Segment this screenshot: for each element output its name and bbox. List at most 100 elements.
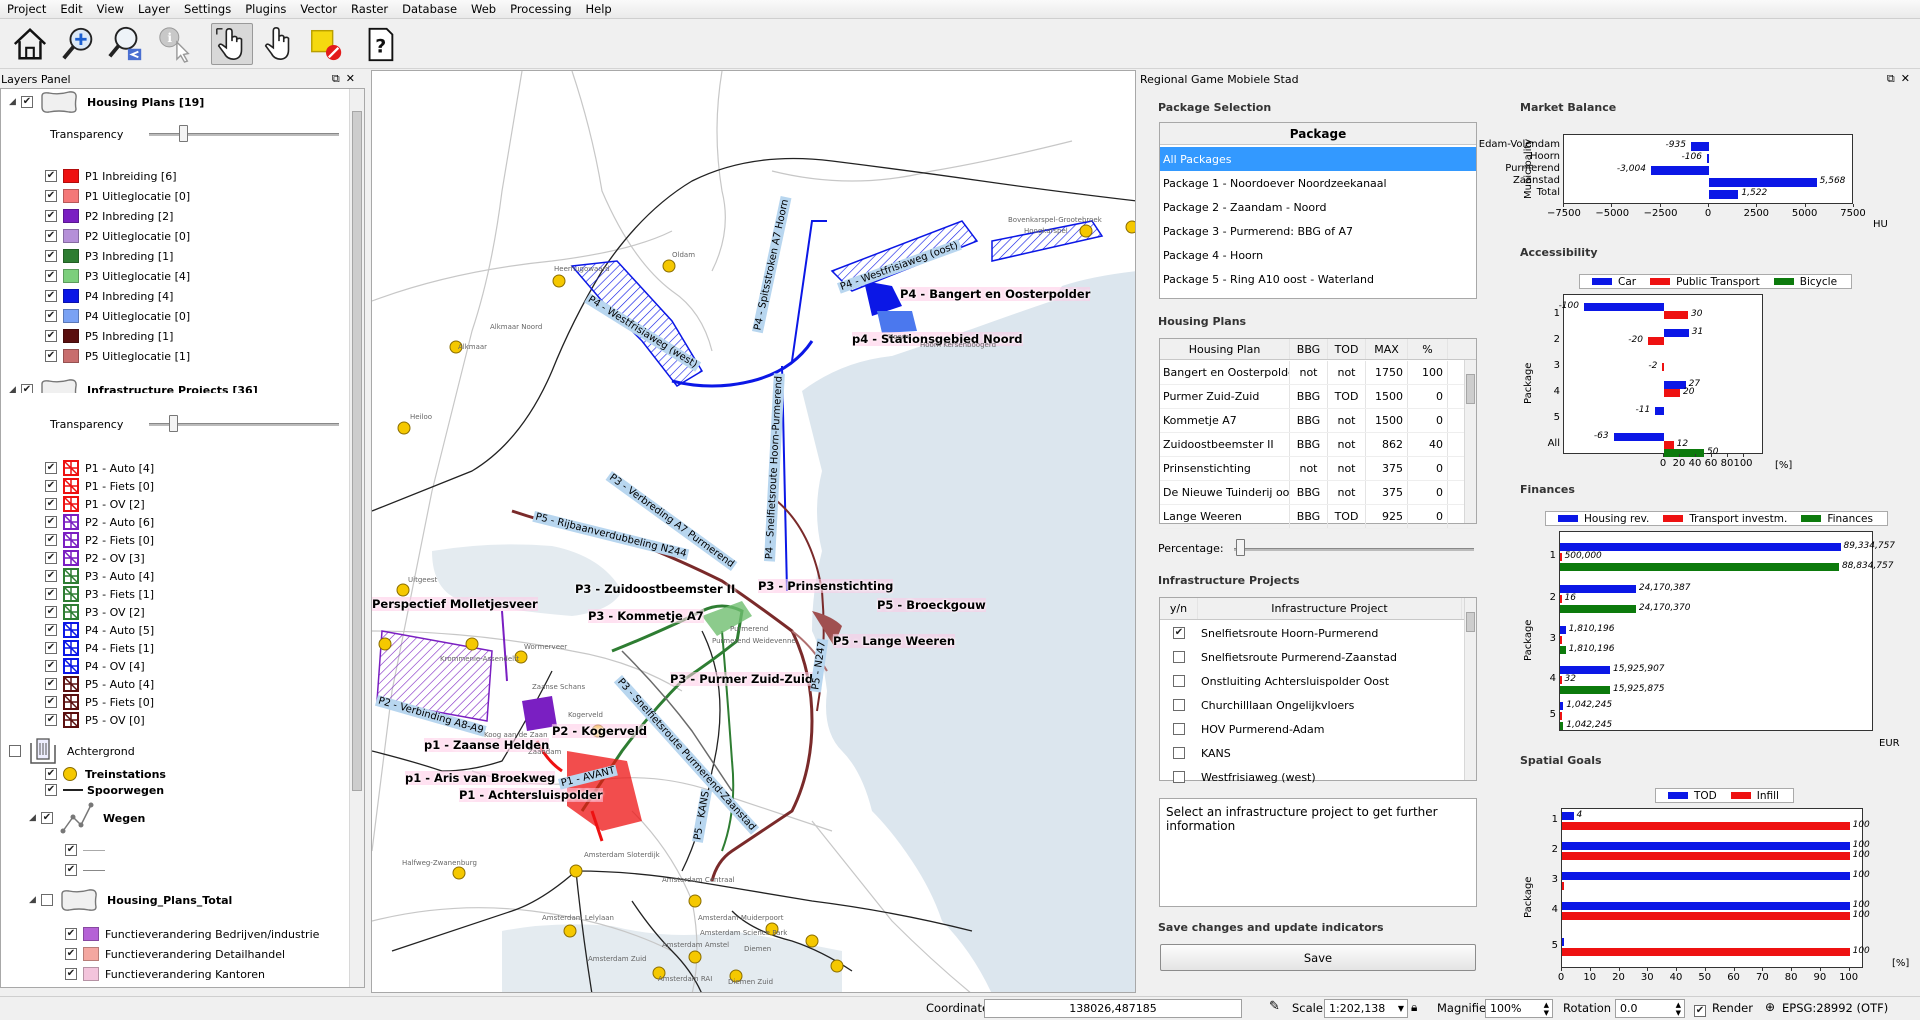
infra-checkbox[interactable] [1173, 675, 1185, 687]
package-row[interactable]: Package 1 - Noordoever Noordzeekanaal [1160, 171, 1476, 195]
transparency-slider[interactable] [169, 415, 178, 432]
layer-row[interactable]: ✔P3 Inbreding [1] [45, 247, 173, 265]
layer-row[interactable]: ✔P3 Uitleglocatie [4] [45, 267, 190, 285]
render-checkbox[interactable]: ✔ [1694, 1005, 1706, 1017]
layer-row[interactable]: ✔P2 - Auto [6] [45, 513, 154, 531]
crs-label[interactable]: EPSG:28992 (OTF) [1782, 1001, 1889, 1015]
layer-row[interactable]: ✔P4 - OV [4] [45, 657, 145, 675]
layer-checkbox[interactable]: ✔ [41, 812, 53, 824]
layer-checkbox[interactable]: ✔ [45, 606, 57, 618]
layer-checkbox[interactable]: ✔ [45, 768, 57, 780]
percentage-slider[interactable] [1236, 539, 1245, 556]
layer-checkbox[interactable]: ✔ [65, 948, 77, 960]
layer-row[interactable]: ✔P2 Uitleglocatie [0] [45, 227, 190, 245]
layer-checkbox[interactable]: ✔ [45, 570, 57, 582]
layer-checkbox[interactable]: ✔ [45, 290, 57, 302]
layer-checkbox[interactable]: ✔ [45, 230, 57, 242]
layer-row[interactable]: ✔P5 Inbreding [1] [45, 327, 173, 345]
layer-checkbox[interactable]: ✔ [45, 250, 57, 262]
transparency-slider[interactable] [179, 125, 188, 142]
float-icon[interactable]: ⧉ [331, 72, 346, 85]
column-header[interactable]: MAX [1366, 339, 1408, 359]
magnifier-spinbox[interactable]: 100%▲▼ [1485, 999, 1553, 1018]
collapse-arrow-icon[interactable]: ◢ [29, 895, 36, 905]
layer-checkbox[interactable]: ✔ [65, 928, 77, 940]
menu-database[interactable]: Database [402, 2, 458, 16]
infra-row[interactable]: Onstluiting Achtersluispolder Oost [1160, 669, 1476, 693]
menu-project[interactable]: Project [7, 2, 47, 16]
layer-row[interactable]: ✔P5 - Auto [4] [45, 675, 154, 693]
layer-checkbox[interactable]: ✔ [45, 714, 57, 726]
layer-checkbox[interactable]: ✔ [45, 516, 57, 528]
pan-hand-icon[interactable] [258, 23, 300, 65]
collapse-arrow-icon[interactable]: ◢ [29, 813, 36, 823]
menu-web[interactable]: Web [471, 2, 497, 16]
scrollbar-thumb[interactable] [352, 111, 362, 791]
globe-icon[interactable]: ⊕ [1765, 1000, 1776, 1014]
layer-checkbox[interactable] [41, 894, 53, 906]
layer-row[interactable]: ✔Spoorwegen [45, 781, 164, 799]
layer-row[interactable]: ✔P3 - OV [2] [45, 603, 145, 621]
map-tips-icon[interactable]: ✎ [1269, 999, 1280, 1014]
close-icon[interactable]: ✕ [345, 72, 361, 85]
infra-scrollbar[interactable] [1464, 598, 1476, 780]
select-hand-icon[interactable] [211, 23, 253, 65]
layer-row[interactable]: ✔P1 - Fiets [0] [45, 477, 154, 495]
layer-checkbox[interactable]: ✔ [65, 844, 77, 856]
layer-row[interactable]: ✔P2 - OV [3] [45, 549, 145, 567]
layer-checkbox[interactable]: ✔ [45, 642, 57, 654]
package-row[interactable]: Package 2 - Zaandam - Noord [1160, 195, 1476, 219]
column-header[interactable]: BBG [1290, 339, 1328, 359]
layer-checkbox[interactable]: ✔ [45, 210, 57, 222]
save-button[interactable]: Save [1160, 944, 1476, 971]
layer-row[interactable]: ✔ [65, 841, 105, 859]
menu-raster[interactable]: Raster [351, 2, 389, 16]
package-header[interactable]: Package [1160, 123, 1476, 145]
infra-checkbox[interactable] [1173, 651, 1185, 663]
coordinate-field[interactable]: 138026,487185 [984, 999, 1242, 1018]
map-canvas[interactable]: P4 - Bangert en Oosterpolder p4 - Statio… [371, 70, 1136, 993]
infra-row[interactable]: ✔Snelfietsroute Hoorn-Purmerend [1160, 621, 1476, 645]
zoom-in-icon[interactable] [58, 23, 100, 65]
layer-row[interactable]: ✔P5 Uitleglocatie [1] [45, 347, 190, 365]
layer-checkbox[interactable]: ✔ [45, 696, 57, 708]
group-checkbox[interactable] [9, 745, 21, 757]
layer-row[interactable]: ✔P1 Inbreiding [6] [45, 167, 177, 185]
layer-row[interactable]: ✔Treinstations [45, 765, 166, 783]
infra-checkbox[interactable] [1173, 699, 1185, 711]
close-icon[interactable]: ✕ [1900, 72, 1916, 85]
infra-checkbox[interactable] [1173, 747, 1185, 759]
lock-icon[interactable]: 🔒︎ [1411, 1000, 1418, 1014]
layer-row[interactable]: ✔P5 - Fiets [0] [45, 693, 154, 711]
collapse-arrow-icon[interactable]: ◢ [9, 385, 16, 395]
infra-checkbox[interactable] [1173, 723, 1185, 735]
package-row[interactable]: Package 3 - Purmerend: BBG of A7 [1160, 219, 1476, 243]
layer-checkbox[interactable]: ✔ [45, 190, 57, 202]
menu-view[interactable]: View [96, 2, 124, 16]
float-icon[interactable]: ⧉ [1886, 72, 1901, 85]
help-icon[interactable]: ? [359, 23, 401, 65]
layer-checkbox[interactable]: ✔ [45, 660, 57, 672]
identify-icon[interactable]: i [154, 23, 196, 65]
layer-checkbox[interactable]: ✔ [45, 270, 57, 282]
layer-row[interactable]: ◢Housing_Plans_Total [29, 889, 232, 911]
menu-edit[interactable]: Edit [60, 2, 83, 16]
layer-checkbox[interactable]: ✔ [45, 480, 57, 492]
layer-row[interactable]: ✔P2 Inbreding [2] [45, 207, 173, 225]
layer-row[interactable]: Achtergrond [9, 737, 135, 765]
menu-help[interactable]: Help [585, 2, 612, 16]
group-checkbox[interactable]: ✔ [21, 96, 33, 108]
package-row[interactable]: All Packages [1160, 147, 1476, 171]
layers-scrollbar[interactable] [349, 89, 364, 987]
column-header[interactable]: Housing Plan [1160, 339, 1290, 359]
layer-row[interactable]: ✔ [65, 861, 105, 879]
menu-settings[interactable]: Settings [184, 2, 232, 16]
layer-checkbox[interactable]: ✔ [45, 552, 57, 564]
rotation-spinbox[interactable]: 0.0▲▼ [1615, 999, 1685, 1018]
column-header[interactable]: Infrastructure Project [1198, 598, 1462, 619]
